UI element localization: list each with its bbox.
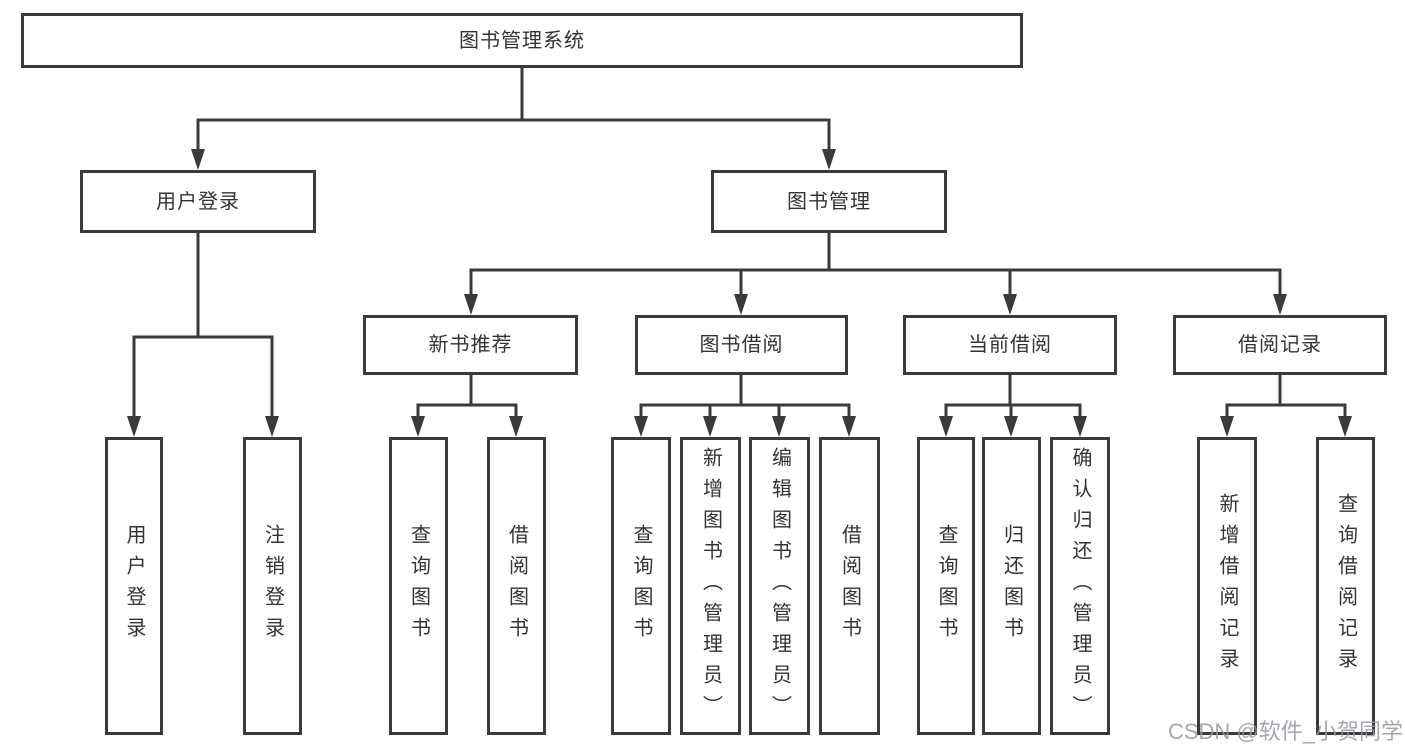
- leaf-add-book-admin: 新增图书（管理员）: [680, 437, 741, 735]
- node-user-login: 用户登录: [80, 170, 316, 233]
- leaf-query-books-current: 查询图书: [917, 437, 975, 735]
- node-new-book-recommend: 新书推荐: [363, 315, 578, 375]
- connector-current-borrow-branch: [944, 375, 1082, 419]
- leaf-logout: 注销登录: [243, 437, 302, 735]
- leaf-borrow-books: 借阅图书: [819, 437, 880, 735]
- leaf-user-login: 用户登录: [105, 437, 163, 735]
- node-borrow-records: 借阅记录: [1173, 315, 1387, 375]
- node-root-system: 图书管理系统: [21, 13, 1023, 68]
- node-book-borrow: 图书借阅: [635, 315, 848, 375]
- leaf-return-book: 归还图书: [982, 437, 1041, 735]
- node-book-management: 图书管理: [711, 170, 947, 233]
- leaf-query-books-borrow: 查询图书: [611, 437, 671, 735]
- connector-user-login-branch: [132, 233, 274, 419]
- leaf-borrow-books-recommend: 借阅图书: [487, 437, 546, 735]
- leaf-query-books-recommend: 查询图书: [389, 437, 448, 735]
- connector-book-mgmt-branch: [469, 233, 1282, 297]
- node-current-borrow: 当前借阅: [903, 315, 1117, 375]
- connector-book-borrow-branch: [639, 375, 851, 419]
- leaf-edit-book-admin: 编辑图书（管理员）: [749, 437, 810, 735]
- leaf-query-borrow-record: 查询借阅记录: [1316, 437, 1375, 735]
- connector-borrow-records-branch: [1225, 375, 1347, 419]
- csdn-watermark: CSDN @软件_小贺同学: [1167, 719, 1403, 744]
- leaf-add-borrow-record: 新增借阅记录: [1197, 437, 1257, 735]
- arrowheads: [127, 149, 1352, 437]
- connector-new-book-branch: [416, 375, 518, 419]
- leaf-confirm-return-admin: 确认归还（管理员）: [1050, 437, 1110, 735]
- connector-root-to-level2: [196, 68, 831, 152]
